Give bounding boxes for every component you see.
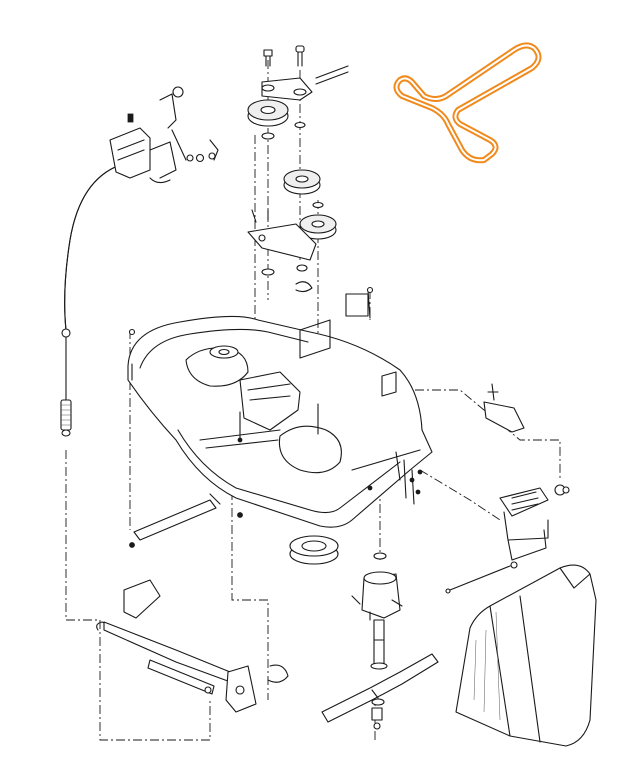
chute-rod bbox=[445, 561, 518, 594]
grass-chute bbox=[455, 564, 597, 747]
control-cable bbox=[60, 164, 121, 437]
drive-belt-inner bbox=[395, 44, 540, 162]
mower-deck bbox=[127, 315, 433, 528]
mower-blade bbox=[321, 653, 439, 730]
belt-guard-ring bbox=[289, 535, 339, 565]
deck-stabilizer-bracket bbox=[129, 493, 243, 548]
idler-arm-bracket bbox=[247, 209, 371, 319]
drive-belt bbox=[393, 42, 542, 164]
idler-pulley-upper bbox=[247, 45, 349, 140]
idler-pulley-lower bbox=[283, 169, 337, 240]
lever-knob bbox=[172, 86, 184, 98]
spacer-block bbox=[345, 293, 369, 317]
hanger-arm-assembly bbox=[96, 579, 289, 713]
blade-spindle bbox=[351, 552, 403, 670]
engagement-lever bbox=[109, 86, 219, 184]
deflector-bracket bbox=[483, 383, 570, 561]
fasteners bbox=[128, 286, 421, 495]
